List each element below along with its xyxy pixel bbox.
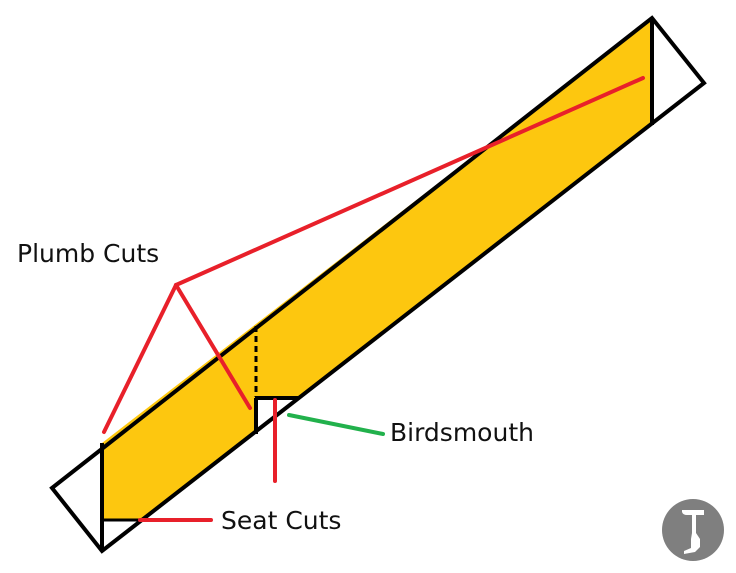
plumb-cuts-label: Plumb Cuts [17,239,160,268]
hammer-logo-icon [662,499,724,561]
rafter-cut-region [102,18,652,520]
birdsmouth-label: Birdsmouth [390,418,534,447]
plumb-cuts-pointer [102,76,645,434]
seat-cuts-label: Seat Cuts [221,506,342,535]
seat-cuts-pointer [138,398,277,522]
birdsmouth-pointer [287,413,385,436]
rafter-board-outline [49,15,707,554]
